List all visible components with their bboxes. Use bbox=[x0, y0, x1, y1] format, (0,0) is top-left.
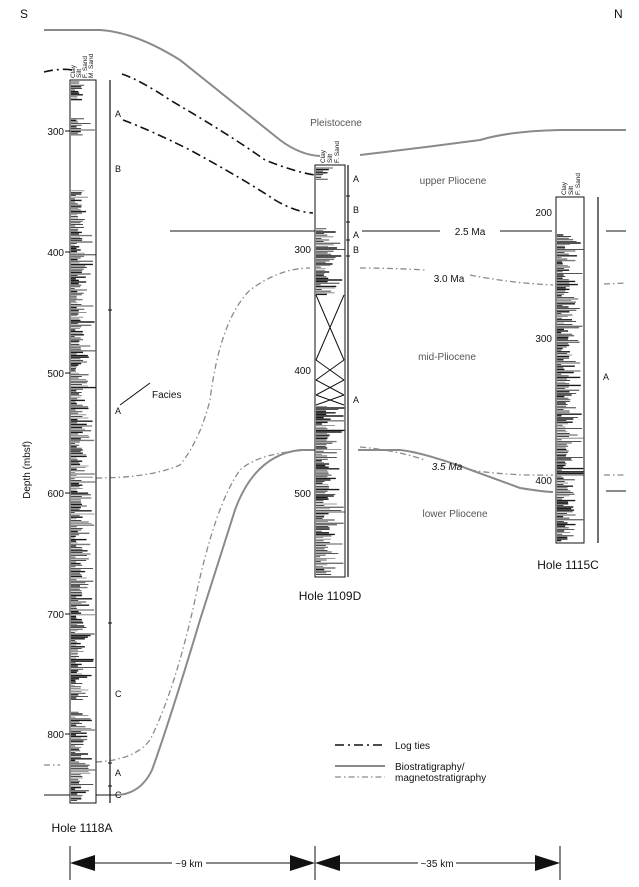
hole-1115c-header-silt: Silt bbox=[568, 186, 575, 195]
hole-1109d-facies-a1: A bbox=[353, 174, 359, 184]
hole-1109d-facies-b1: B bbox=[353, 205, 359, 215]
hole-1118a-header-silt: Silt bbox=[76, 69, 83, 78]
epoch-lower-pliocene: lower Pliocene bbox=[422, 509, 487, 520]
hole-1115c-facies-a: A bbox=[603, 372, 609, 382]
mag-3-0ma-east bbox=[603, 282, 627, 285]
hole-1109d-facies-b2: B bbox=[353, 245, 359, 255]
age-3-0ma: 3.0 Ma bbox=[434, 274, 465, 285]
hole-1109d-header-silt: Silt bbox=[327, 154, 334, 163]
compass-south: S bbox=[20, 7, 28, 21]
hole-1109d-tick-400: 400 bbox=[294, 366, 311, 377]
mag-3-0ma-right bbox=[469, 274, 554, 286]
hole-1109d-title: Hole 1109D bbox=[299, 589, 362, 603]
hole-1115c-header-clay: Clay bbox=[561, 181, 568, 195]
legend: Log ties Biostratigraphy/ magnetostratig… bbox=[335, 741, 486, 784]
hole-1118a-header-msand: M. Sand bbox=[88, 53, 95, 78]
legend-bio-line1: Biostratigraphy/ bbox=[395, 762, 465, 773]
facies-label: Facies bbox=[152, 390, 181, 401]
hole-1118a-log-bars bbox=[71, 81, 97, 801]
boundary-base-mid bbox=[358, 449, 554, 493]
age-3-5ma: 3.5 Ma bbox=[432, 462, 463, 473]
boundary-top-right bbox=[359, 129, 626, 156]
hole-1109d-facies-a2: A bbox=[353, 230, 359, 240]
hole-1109d-tick-500: 500 bbox=[294, 489, 311, 500]
distance-scale: ~9 km ~35 km bbox=[69, 846, 561, 880]
log-ties bbox=[43, 68, 316, 214]
magnetostratigraphy-lines bbox=[44, 267, 627, 766]
hole-1118a-title: Hole 1118A bbox=[52, 821, 113, 835]
mag-3-5ma-lower bbox=[95, 449, 312, 763]
hole-1115c-header-fsand: F. Sand bbox=[575, 173, 582, 195]
boundary-base bbox=[44, 449, 315, 796]
hole-1109d-facies-a3: A bbox=[353, 395, 359, 405]
hole-1115c-tick-300: 300 bbox=[535, 334, 552, 345]
arrow-right-2 bbox=[535, 855, 560, 871]
hole-1118a-header-clay: Clay bbox=[70, 64, 77, 78]
hole-1118a-tick-700: 700 bbox=[47, 610, 64, 621]
age-2-5ma: 2.5 Ma bbox=[455, 227, 486, 238]
hole-1109d: 300 400 500 Clay Silt F. Sand A B A B A … bbox=[294, 141, 361, 603]
legend-bio-line2: magnetostratigraphy bbox=[395, 773, 486, 784]
hole-1118a-facies-c1: C bbox=[115, 689, 122, 699]
epoch-pleistocene: Pleistocene bbox=[310, 118, 362, 129]
arrow-left-1 bbox=[70, 855, 95, 871]
legend-log-ties: Log ties bbox=[395, 741, 430, 752]
hole-1118a-tick-500: 500 bbox=[47, 369, 64, 380]
hole-1118a-facies-a3: A bbox=[115, 768, 121, 778]
distance-35km: ~35 km bbox=[420, 859, 453, 870]
mag-3-5ma-right bbox=[469, 469, 554, 476]
mag-3-0ma-mid bbox=[359, 267, 426, 271]
hole-1118a-tick-800: 800 bbox=[47, 730, 64, 741]
hole-1118a: 300 400 500 600 700 800 Clay Silt F. San… bbox=[47, 53, 181, 835]
biostratigraphy-boundaries bbox=[44, 29, 626, 796]
hole-1118a-header-fsand: F. Sand bbox=[82, 56, 89, 78]
log-tie-1-left bbox=[43, 68, 73, 73]
hole-1109d-missing-core bbox=[315, 294, 345, 406]
distance-9km: ~9 km bbox=[175, 859, 203, 870]
hole-1109d-header-clay: Clay bbox=[320, 149, 327, 163]
mag-3-0ma-left bbox=[95, 267, 311, 479]
arrow-right-1 bbox=[290, 855, 315, 871]
hole-1115c-title: Hole 1115C bbox=[537, 558, 599, 572]
hole-1109d-header-fsand: F. Sand bbox=[334, 141, 341, 163]
hole-1115c-tick-200: 200 bbox=[535, 208, 552, 219]
hole-1118a-facies-b: B bbox=[115, 164, 121, 174]
hole-1118a-facies-a1: A bbox=[115, 109, 121, 119]
epoch-mid-pliocene: mid-Pliocene bbox=[418, 352, 476, 363]
hole-1118a-facies-a2: A bbox=[115, 406, 121, 416]
compass-north: N bbox=[614, 7, 623, 21]
epoch-upper-pliocene: upper Pliocene bbox=[420, 176, 487, 187]
hole-1118a-tick-400: 400 bbox=[47, 248, 64, 259]
hole-1109d-tick-300: 300 bbox=[294, 245, 311, 256]
facies-pointer bbox=[119, 382, 151, 406]
log-tie-1 bbox=[121, 73, 316, 176]
hole-1118a-tick-300: 300 bbox=[47, 127, 64, 138]
hole-1109d-log-bars bbox=[316, 167, 346, 575]
arrow-left-2 bbox=[315, 855, 340, 871]
hole-1118a-tick-600: 600 bbox=[47, 489, 64, 500]
hole-1115c-log-bars bbox=[557, 234, 584, 542]
hole-1115c-tick-400: 400 bbox=[535, 476, 552, 487]
log-tie-2 bbox=[122, 119, 314, 214]
depth-axis-label: Depth (mbsf) bbox=[22, 441, 33, 499]
hole-1118a-facies-c2: C bbox=[115, 790, 122, 800]
hole-1115c: 200 300 400 Clay Silt F. Sand A Hole 111… bbox=[535, 173, 609, 572]
boundary-top bbox=[44, 29, 321, 157]
